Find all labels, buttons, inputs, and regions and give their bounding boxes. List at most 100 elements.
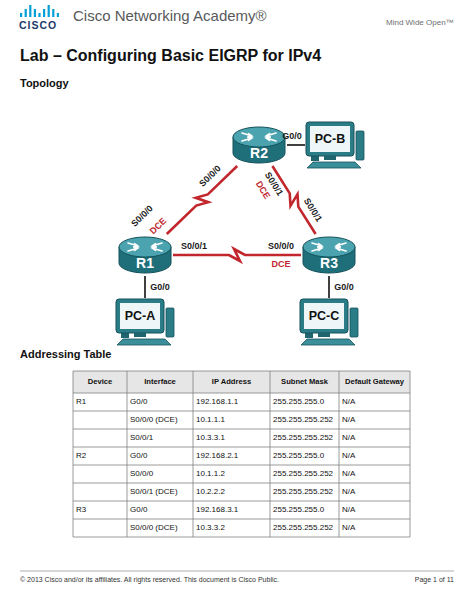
table-header-cell: Default Gateway	[342, 371, 407, 393]
logo-bar	[57, 13, 59, 17]
footer-text: © 2013 Cisco and/or its affiliates. All …	[20, 576, 279, 583]
logo-bar	[25, 9, 27, 17]
ethernet-link	[144, 276, 146, 298]
table-cell: 10.1.1.2	[196, 465, 267, 483]
table-header-cell: IP Address	[196, 371, 267, 393]
table-cell: R2	[76, 447, 124, 465]
table-cell: S0/0/1	[130, 429, 190, 447]
table-rule	[127, 371, 128, 537]
logo-bar	[20, 13, 22, 17]
table-rule	[73, 393, 410, 394]
table-header-cell: Device	[76, 371, 124, 393]
table-cell: N/A	[342, 393, 407, 411]
table-cell: R3	[76, 501, 124, 519]
table-cell: S0/0/0 (DCE)	[130, 519, 190, 537]
interface-label: S0/0/0	[268, 241, 294, 251]
header-text: CISCO	[19, 19, 57, 31]
router-node: R2	[231, 124, 287, 166]
table-rule	[73, 447, 410, 448]
router-node: R3	[301, 234, 357, 276]
table-cell: 10.3.3.2	[196, 519, 267, 537]
table-cell: G0/0	[130, 393, 190, 411]
table-cell: N/A	[342, 465, 407, 483]
table-cell: R1	[76, 393, 124, 411]
router-name: R1	[117, 253, 173, 273]
logo-bar	[34, 9, 36, 17]
ethernet-link	[287, 144, 305, 146]
table-cell: 192.168.1.1	[196, 393, 267, 411]
table-cell: 192.168.2.1	[196, 447, 267, 465]
table-rule	[73, 429, 410, 430]
table-rule	[193, 371, 194, 537]
header-text: Mind Wide Open™	[386, 18, 454, 27]
table-cell: 255.255.255.252	[273, 411, 336, 429]
section-heading: Topology	[20, 77, 69, 89]
pc-node: PC-C	[299, 298, 359, 346]
table-cell: 10.2.2.2	[196, 483, 267, 501]
table-rule	[339, 371, 340, 537]
logo-bar	[43, 9, 45, 17]
table-rule	[73, 465, 410, 466]
header-text: Cisco Networking Academy®	[73, 7, 267, 24]
table-rule	[73, 411, 410, 412]
interface-label: G0/0	[282, 131, 302, 141]
logo-bar	[38, 13, 40, 17]
table-cell: 10.3.3.1	[196, 429, 267, 447]
router-name: R2	[231, 143, 287, 163]
table-cell: S0/0/0 (DCE)	[130, 411, 190, 429]
dce-label: DCE	[271, 259, 290, 269]
table-cell: 192.168.3.1	[196, 501, 267, 519]
table-cell: S0/0/0	[130, 465, 190, 483]
dce-label: DCE	[148, 216, 169, 236]
pc-node: PC-B	[305, 121, 365, 169]
logo-bar	[48, 5, 50, 17]
table-rule	[73, 519, 410, 520]
table-rule	[73, 483, 410, 484]
router-node: R1	[117, 234, 173, 276]
interface-label: S0/0/1	[181, 241, 207, 251]
table-rule	[73, 501, 410, 502]
table-cell: 255.255.255.252	[273, 519, 336, 537]
table-cell: G0/0	[130, 501, 190, 519]
interface-label: G0/0	[150, 282, 170, 292]
interface-label: G0/0	[334, 282, 354, 292]
table-grid	[73, 371, 410, 537]
footer-rule	[20, 571, 454, 572]
table-cell: N/A	[342, 501, 407, 519]
table-header-cell: Subnet Mask	[273, 371, 336, 393]
table-rule	[270, 371, 271, 537]
table-rule	[73, 371, 410, 372]
table-cell: N/A	[342, 447, 407, 465]
table-header-fill	[73, 371, 410, 393]
logo-bars	[20, 5, 59, 17]
table-cell: 255.255.255.0	[273, 393, 336, 411]
table-header-cell: Interface	[130, 371, 190, 393]
table-cell: 255.255.255.0	[273, 447, 336, 465]
table-cell: G0/0	[130, 447, 190, 465]
table-cell: 10.1.1.1	[196, 411, 267, 429]
table-cell: S0/0/1 (DCE)	[130, 483, 190, 501]
section-heading: Addressing Table	[20, 348, 111, 360]
table-cell: N/A	[342, 411, 407, 429]
logo-bar	[29, 5, 31, 17]
ethernet-link	[328, 276, 330, 298]
logo-bar	[52, 9, 54, 17]
table-cell: 255.255.255.252	[273, 465, 336, 483]
router-name: R3	[301, 253, 357, 273]
table-cell: N/A	[342, 429, 407, 447]
table-cell: 255.255.255.0	[273, 501, 336, 519]
table-cell: N/A	[342, 519, 407, 537]
table-cell: N/A	[342, 483, 407, 501]
pc-name: PC-B	[310, 126, 350, 152]
table-cell: 255.255.255.252	[273, 483, 336, 501]
page-title: Lab – Configuring Basic EIGRP for IPv4	[20, 47, 321, 65]
table-rule	[410, 371, 411, 537]
table-cell: 255.255.255.252	[273, 429, 336, 447]
pc-name: PC-A	[120, 303, 160, 329]
footer-text: Page 1 of 11	[415, 576, 454, 583]
pc-name: PC-C	[304, 303, 344, 329]
table-rule	[73, 537, 410, 538]
